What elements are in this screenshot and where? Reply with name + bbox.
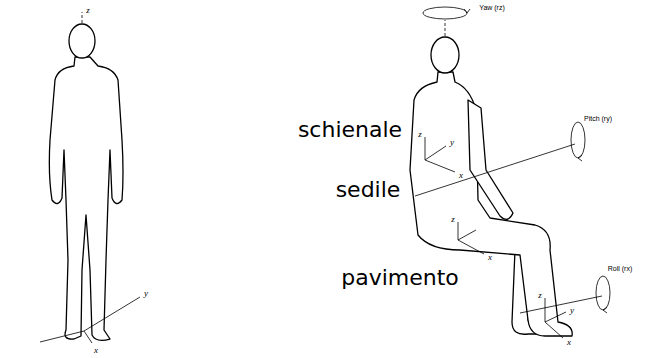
- axis-label: x: [94, 346, 98, 355]
- axis-label: x: [488, 253, 492, 262]
- part-label: schienale: [298, 119, 402, 141]
- axis-label: y: [450, 138, 454, 147]
- axis-label: z: [538, 291, 542, 300]
- axis-label: x: [567, 338, 571, 347]
- axis-label: z: [451, 215, 455, 224]
- rotation-label: Pitch (ry): [584, 115, 612, 122]
- axis-label: y: [144, 289, 148, 298]
- axis-label: x: [459, 171, 463, 180]
- axis-label: y: [570, 306, 574, 315]
- axis-label: z: [418, 130, 422, 139]
- axes: [40, 7, 610, 343]
- rotation-label: Yaw (rz): [479, 4, 505, 11]
- part-label: pavimento: [341, 267, 459, 289]
- seated-figure: [410, 37, 572, 336]
- standing-figure: [49, 24, 123, 340]
- part-label: sedile: [336, 179, 401, 201]
- rotation-label: Roll (rx): [608, 265, 633, 272]
- axis-label: z: [86, 6, 90, 15]
